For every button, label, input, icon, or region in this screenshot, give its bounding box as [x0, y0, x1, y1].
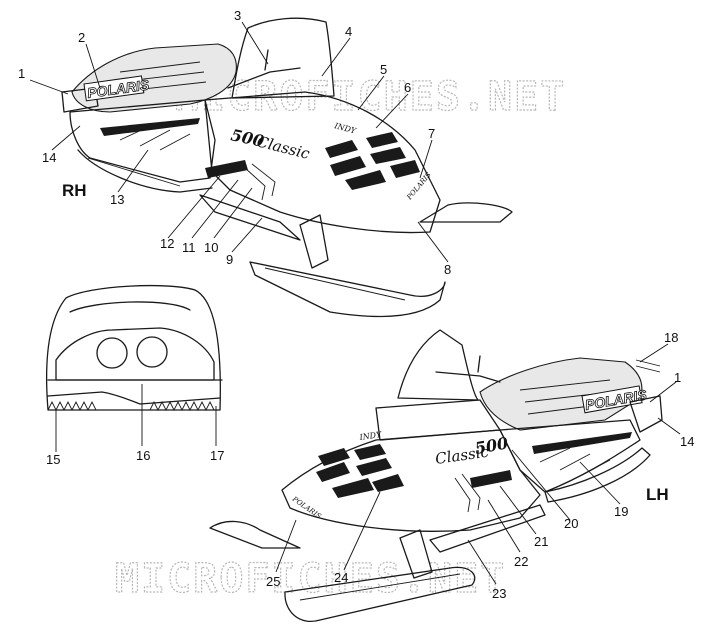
- rh-handlebar: [227, 49, 301, 89]
- callout-2: 2: [78, 30, 85, 45]
- rh-spindle: [299, 214, 329, 269]
- callout-12: 12: [160, 236, 174, 251]
- callout-15: 15: [46, 452, 60, 467]
- callout-25: 25: [266, 574, 280, 589]
- lh-handlebar: [435, 355, 501, 383]
- rh-indy: INDY: [333, 121, 358, 136]
- lh-lower-ski: [284, 566, 476, 622]
- callout-8: 8: [444, 262, 451, 277]
- left-hand-label: LH: [646, 485, 669, 504]
- gauge-right-icon: [136, 336, 168, 368]
- callout-10: 10: [204, 240, 218, 255]
- rh-model-script: Classic: [255, 132, 312, 163]
- callout-11: 11: [182, 240, 196, 255]
- rh-body-panel: [69, 99, 216, 183]
- callout-14-lh: 14: [680, 434, 694, 449]
- rh-side-stripe: [100, 118, 200, 136]
- callout-16: 16: [136, 448, 150, 463]
- callout-4: 4: [345, 24, 352, 39]
- callout-17: 17: [210, 448, 224, 463]
- rh-front-ski: [419, 202, 513, 223]
- lh-body-panel: [499, 419, 641, 493]
- callout-13: 13: [110, 192, 124, 207]
- gauge-left-icon: [96, 337, 128, 369]
- snowmobile-left-side-view: POLARIS Classic 500 INDY POLARIS: [209, 329, 663, 622]
- callout-5: 5: [380, 62, 387, 77]
- rh-leader-lines: [29, 21, 449, 263]
- dash-front-view: [45, 284, 223, 412]
- front-view-trim: [47, 400, 215, 412]
- lh-front-polaris: POLARIS: [290, 495, 323, 521]
- right-hand-label: RH: [62, 181, 87, 200]
- lh-hood-vents: [316, 444, 404, 498]
- lh-spindle: [399, 529, 433, 579]
- callout-1-rh: 1: [18, 66, 25, 81]
- callout-9: 9: [226, 252, 233, 267]
- rh-running-board: [199, 194, 301, 241]
- lh-front-ski: [209, 520, 301, 549]
- callout-6: 6: [404, 80, 411, 95]
- front-view-outline: [45, 284, 221, 411]
- lh-windshield: [397, 329, 479, 401]
- callout-23: 23: [492, 586, 506, 601]
- callout-24: 24: [334, 570, 348, 585]
- rh-lower-ski: [249, 261, 446, 318]
- callout-3: 3: [234, 8, 241, 23]
- rh-side-vent-decal: [205, 160, 248, 178]
- rh-windshield: [231, 17, 335, 99]
- rh-track: [77, 149, 213, 193]
- lh-track: [544, 447, 651, 503]
- lh-indy: INDY: [358, 430, 383, 442]
- lh-side-vent-decal: [470, 470, 512, 488]
- lh-seat: [479, 357, 643, 431]
- rh-front-polaris: POLARIS: [405, 171, 433, 202]
- callout-1-lh: 1: [674, 370, 681, 385]
- callout-19: 19: [614, 504, 628, 519]
- callout-18: 18: [664, 330, 678, 345]
- lh-rear-bumper: [629, 395, 663, 433]
- rh-hood: [204, 91, 441, 234]
- callout-14-rh: 14: [42, 150, 56, 165]
- lh-side-stripe: [532, 432, 632, 454]
- callout-21: 21: [534, 534, 548, 549]
- lh-flag-mount: [635, 359, 661, 373]
- watermark-bottom: MICROFICHES.NET: [115, 556, 506, 602]
- lh-running-board: [429, 504, 546, 553]
- callout-22: 22: [514, 554, 528, 569]
- callout-7: 7: [428, 126, 435, 141]
- callout-20: 20: [564, 516, 578, 531]
- lh-leader-lines: [275, 343, 681, 585]
- rh-hood-vents: [325, 132, 420, 190]
- front-view-dash: [55, 327, 215, 381]
- rh-rear-bumper: [61, 87, 99, 113]
